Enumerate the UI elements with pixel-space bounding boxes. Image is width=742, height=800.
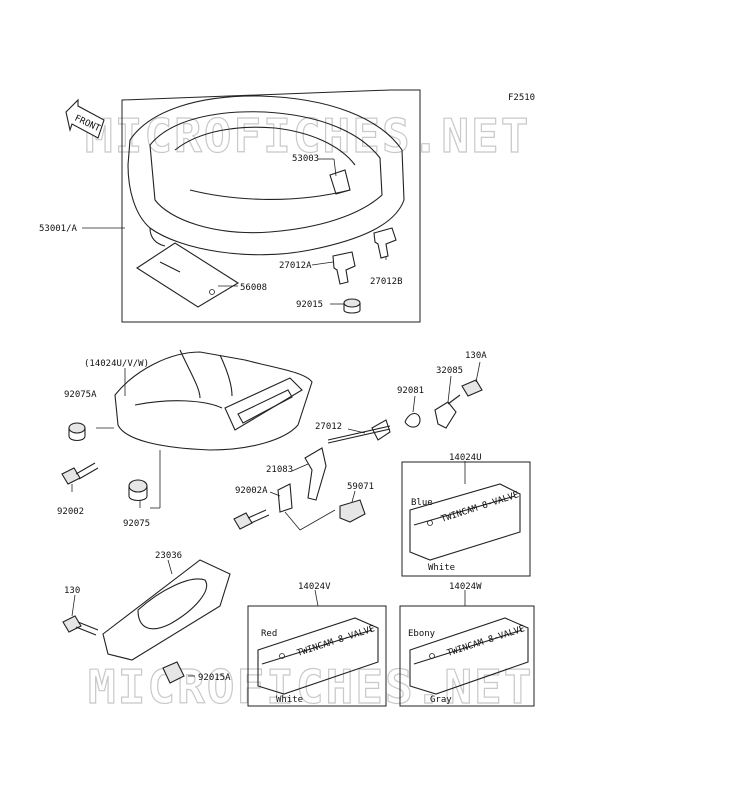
part-92015: 92015 [296, 300, 323, 310]
clip-59071 [339, 499, 366, 523]
part-130A: 130A [465, 351, 487, 361]
damper-92015 [343, 298, 361, 314]
part-92075A: 92075A [64, 390, 97, 400]
side-panel-14024U: TWINCAM 8-VALVE [409, 483, 521, 561]
frame-14024V [247, 605, 387, 707]
seat [127, 95, 405, 256]
part-92081: 92081 [397, 386, 424, 396]
clip-92015A [162, 661, 185, 684]
part-27012B: 27012B [370, 277, 403, 287]
decal-14024U: TWINCAM 8-VALVE [440, 490, 520, 525]
part-59071: 59071 [347, 482, 374, 492]
leader-lines [71, 158, 481, 677]
grommet-92075A [68, 422, 86, 442]
part-23036: 23036 [155, 551, 182, 561]
tail-cowl [114, 349, 313, 451]
color-14024V-bottom: White [276, 695, 303, 705]
part-92002: 92002 [57, 507, 84, 517]
bolt-130 [62, 615, 99, 636]
part-56008: 56008 [240, 283, 267, 293]
part-14024UVW: (14024U/V/W) [84, 359, 149, 369]
part-53003: 53003 [292, 154, 319, 164]
seat-group-frame [121, 89, 421, 323]
bolt-92002A [233, 509, 270, 530]
decal-14024V: TWINCAM 8-VALVE [296, 624, 376, 659]
part-14024V: 14024V [298, 582, 331, 592]
grommet-92075 [128, 479, 148, 502]
latch-assembly [277, 379, 483, 513]
part-53001A: 53001/A [39, 224, 78, 234]
part-labels: 53003 53001/A 27012A 27012B 56008 92015 … [39, 154, 487, 683]
watermark-bottom: MICROFICHES.NET [88, 660, 533, 714]
color-14024W-bottom: Gray [430, 695, 452, 705]
part-92075: 92075 [123, 519, 150, 529]
part-14024U: 14024U [449, 453, 482, 463]
part-14024W: 14024W [449, 582, 482, 592]
color-14024U-top: Blue [411, 498, 433, 508]
frame-14024W [399, 605, 535, 707]
figure-code: F2510 [508, 93, 535, 103]
frame-14024U [401, 461, 531, 577]
part-92002A: 92002A [235, 486, 268, 496]
color-14024W-top: Ebony [408, 629, 436, 639]
color-14024U-bottom: White [428, 563, 455, 573]
bolt-92002 [61, 462, 99, 485]
part-27012A: 27012A [279, 261, 312, 271]
part-32085: 32085 [436, 366, 463, 376]
part-27012: 27012 [315, 422, 342, 432]
decal-14024W: TWINCAM 8-VALVE [446, 624, 526, 659]
part-92015A: 92015A [198, 673, 231, 683]
cover-23036 [102, 559, 231, 661]
bracket-27012B [373, 227, 397, 259]
part-21083: 21083 [266, 465, 293, 475]
part-130: 130 [64, 586, 80, 596]
color-14024V-top: Red [261, 629, 277, 639]
bracket-27012A [332, 251, 356, 285]
label-sheet [135, 242, 240, 308]
